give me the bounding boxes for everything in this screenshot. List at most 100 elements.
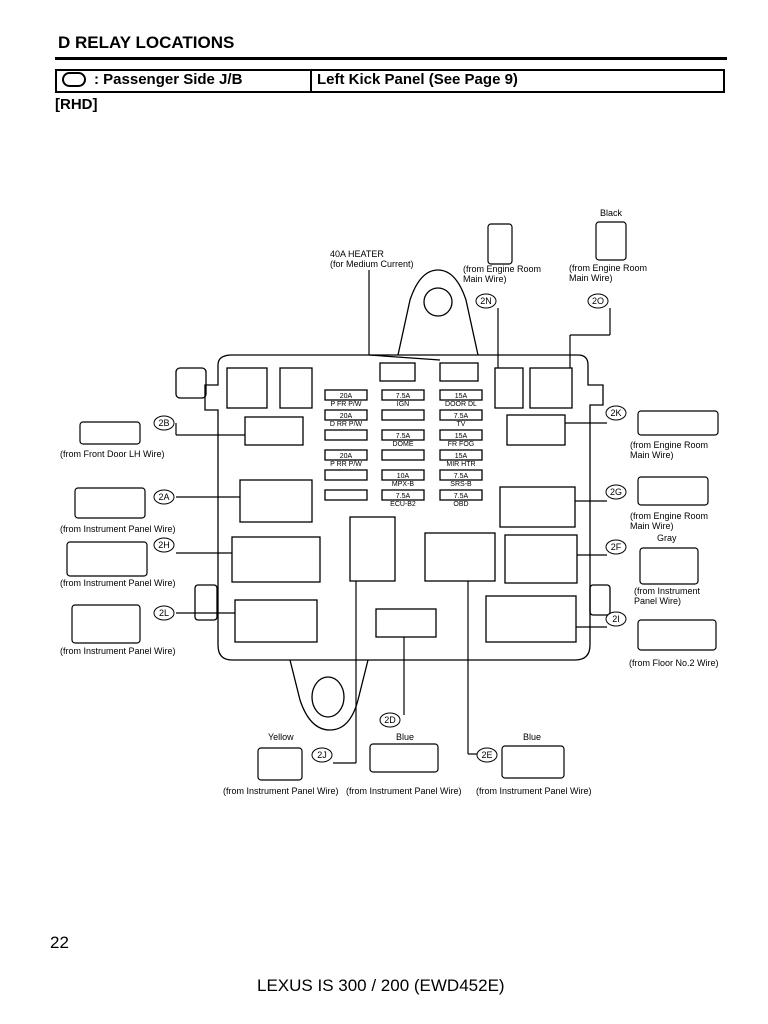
fuse-name-13: OBD	[453, 501, 468, 508]
fuse-amp-1: 20A	[340, 393, 353, 400]
socket-2H	[231, 536, 321, 583]
connector-2E-drawing	[501, 745, 565, 779]
socket-centre-b	[424, 532, 496, 582]
junction-block-outline	[204, 354, 604, 661]
source-2F-line1: (from Instrument	[634, 586, 701, 596]
fuse-name-11: SRS-B	[450, 481, 472, 488]
fuse-name-10: MPX-B	[392, 481, 415, 488]
black-color-label: Black	[600, 208, 623, 218]
fuse-grid	[324, 389, 483, 501]
callout-2H: 2H	[153, 537, 175, 553]
svg-text:2E: 2E	[481, 750, 492, 760]
callout-2E: 2E	[476, 747, 498, 763]
callout-2D: 2D	[379, 712, 401, 728]
fuse-name-3: DOOR DL	[445, 401, 477, 408]
svg-text:2J: 2J	[317, 750, 327, 760]
source-2B: (from Front Door LH Wire)	[60, 449, 165, 459]
side-tab-left	[175, 367, 207, 399]
fuse-amp-10: 10A	[397, 473, 410, 480]
fuse-name-1: P FR P/W	[331, 401, 362, 408]
fuse-name-8: P RR P/W	[330, 461, 362, 468]
heater-fuse-a	[379, 362, 416, 382]
socket-2A	[239, 479, 313, 523]
connector-2J-drawing	[257, 747, 303, 781]
oval-symbol-icon	[62, 72, 86, 87]
svg-text:2F: 2F	[611, 542, 622, 552]
svg-text:2L: 2L	[159, 608, 169, 618]
callout-2K: 2K	[605, 405, 627, 421]
connector-2N-drawing	[487, 223, 513, 265]
blue-color-label-2E: Blue	[523, 732, 541, 742]
relay-top-right-1	[494, 367, 524, 409]
header-box	[55, 69, 725, 93]
connector-2O-drawing	[595, 221, 627, 261]
fuse-amp-5: 7.5A	[454, 413, 469, 420]
callout-2G: 2G	[605, 484, 627, 500]
svg-text:2N: 2N	[480, 296, 492, 306]
source-2N-line2: Main Wire)	[463, 274, 507, 284]
mount-hole-bottom	[311, 676, 345, 718]
title-rule	[55, 57, 727, 60]
callout-2J: 2J	[311, 747, 333, 763]
fuse-name-4: D RR P/W	[330, 421, 363, 428]
fuse-name-9: MIR HTR	[446, 461, 475, 468]
source-2G-line1: (from Engine Room	[630, 511, 708, 521]
leader-lines	[175, 270, 611, 764]
source-2K-line2: Main Wire)	[630, 450, 674, 460]
variant-label: [RHD]	[55, 96, 98, 113]
connector-2K-drawing	[637, 410, 719, 436]
connector-2G-drawing	[637, 476, 709, 506]
yellow-color-label: Yellow	[268, 732, 294, 742]
callout-2N: 2N	[475, 293, 497, 309]
socket-2L	[234, 599, 318, 643]
source-2E: (from Instrument Panel Wire)	[476, 786, 592, 796]
relay-top-left-1	[226, 367, 268, 409]
fuse-amp-8: 20A	[340, 453, 353, 460]
document-footer: LEXUS IS 300 / 200 (EWD452E)	[257, 976, 505, 995]
external-connectors	[66, 221, 719, 781]
connector-2D-drawing	[369, 743, 439, 773]
svg-text:2G: 2G	[610, 487, 622, 497]
fuse-amp-12: 7.5A	[396, 493, 411, 500]
source-2H: (from Instrument Panel Wire)	[60, 578, 176, 588]
callout-2B: 2B	[153, 415, 175, 431]
connector-2F-drawing	[639, 547, 699, 585]
svg-text:2K: 2K	[610, 408, 621, 418]
source-2O-line1: (from Engine Room	[569, 263, 647, 273]
source-2F-line2: Panel Wire)	[634, 596, 681, 606]
source-2O-line2: Main Wire)	[569, 273, 613, 283]
svg-text:2D: 2D	[384, 715, 396, 725]
svg-text:2B: 2B	[158, 418, 169, 428]
heater-fuse-b	[439, 362, 479, 382]
fuse-name-12: ECU-B2	[390, 501, 416, 508]
mount-tab-bottom	[289, 659, 369, 731]
fuse-amp-4: 20A	[340, 413, 353, 420]
connector-2H-drawing	[66, 541, 148, 577]
fuse-amp-3: 15A	[455, 393, 468, 400]
connector-2B-drawing	[79, 421, 141, 445]
socket-2I	[485, 595, 577, 643]
junction-block-text: : Passenger Side J/B	[94, 71, 243, 88]
side-tab-left-lower	[194, 584, 218, 621]
fuse-name-7: FR FOG	[448, 441, 474, 448]
socket-2F	[504, 534, 578, 584]
side-tab-right-lower	[589, 584, 611, 616]
source-2L: (from Instrument Panel Wire)	[60, 646, 176, 656]
connector-2A-drawing	[74, 487, 146, 519]
page-title: D RELAY LOCATIONS	[58, 33, 235, 52]
fuse-name-5: TV	[457, 421, 466, 428]
fuse-name-2: IGN	[397, 401, 409, 408]
source-2G-line2: Main Wire)	[630, 521, 674, 531]
page-number: 22	[50, 933, 69, 952]
socket-2D	[375, 608, 437, 638]
fuse-amp-6: 7.5A	[396, 433, 411, 440]
callout-2O: 2O	[587, 293, 609, 309]
source-2K-line1: (from Engine Room	[630, 440, 708, 450]
relay-top-left-2	[279, 367, 313, 409]
svg-text:2O: 2O	[592, 296, 604, 306]
fuse-name-6: DOME	[393, 441, 414, 448]
callout-2A: 2A	[153, 489, 175, 505]
header-divider	[310, 69, 312, 93]
mount-hole-top	[423, 287, 453, 317]
